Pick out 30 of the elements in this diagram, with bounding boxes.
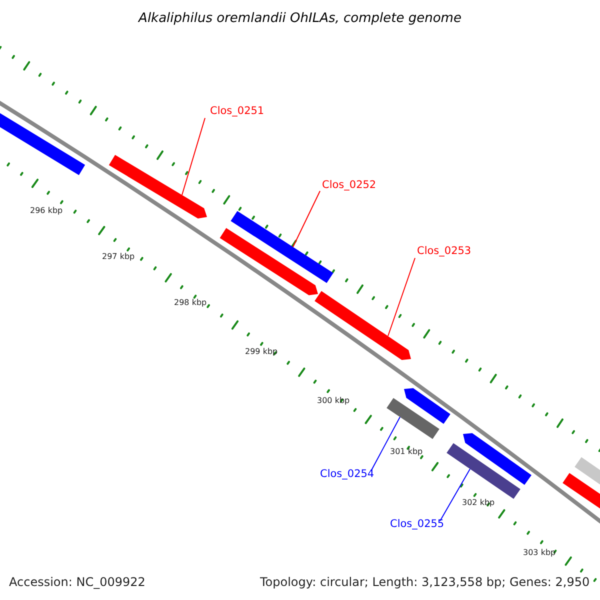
scale-label: 298 kbp — [174, 299, 207, 307]
scale-label: 302 kbp — [462, 499, 495, 507]
scale-label: 299 kbp — [245, 348, 278, 356]
scale-label: 300 kbp — [317, 397, 350, 405]
gene-feature — [386, 398, 440, 439]
gene-feature — [230, 211, 334, 283]
gene-label: Clos_0255 — [390, 519, 444, 530]
scale-label: 303 kbp — [523, 549, 556, 557]
leader-line — [388, 258, 416, 336]
leader-line — [182, 118, 206, 196]
gene-label: Clos_0251 — [210, 106, 264, 116]
footer-text: Accession: NC_009922 — [9, 576, 146, 588]
gene-label: Clos_0254 — [320, 469, 374, 480]
title: Alkaliphilus oremlandii OhILAs, complete genome — [137, 12, 462, 25]
scale-label: 297 kbp — [102, 253, 135, 261]
gene-label: Clos_0253 — [417, 246, 472, 256]
gene-feature — [404, 388, 450, 424]
scale-label: 301 kbp — [390, 448, 423, 456]
gene-feature — [108, 154, 207, 218]
gene-feature — [446, 443, 520, 499]
gene-feature — [463, 433, 532, 485]
gene-feature — [220, 228, 318, 296]
footer-text: Topology: circular; Length: 3,123,558 bp; Genes: 2,950 — [260, 576, 590, 588]
leader-line — [292, 190, 320, 248]
leader-line — [370, 416, 400, 472]
scale-label: 296 kbp — [30, 207, 63, 215]
leader-line — [440, 468, 470, 522]
gene-label: Clos_0252 — [322, 180, 376, 190]
gene-feature — [314, 291, 411, 360]
gene-feature — [574, 457, 600, 485]
